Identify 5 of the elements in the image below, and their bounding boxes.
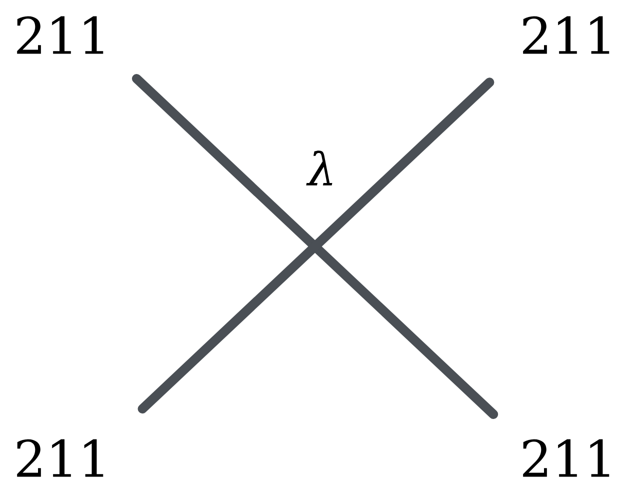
- number-label: 211: [523, 16, 610, 54]
- coupling-label: λ: [306, 150, 332, 186]
- number-label: 211: [17, 439, 104, 477]
- number-label: 211: [17, 16, 104, 54]
- number-label: 211: [523, 439, 610, 477]
